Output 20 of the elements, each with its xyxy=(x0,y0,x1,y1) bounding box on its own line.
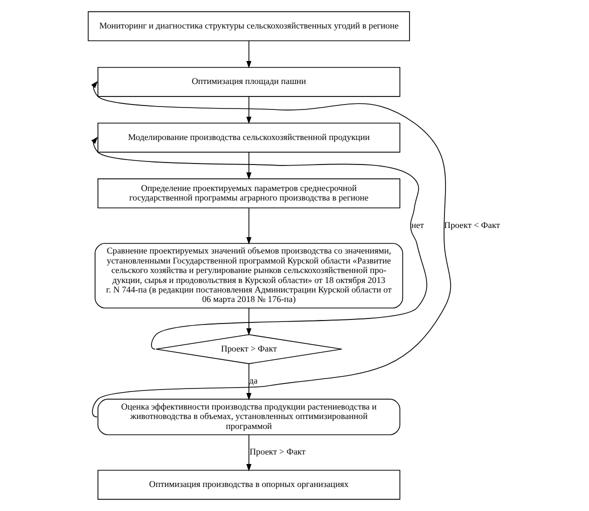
node-box: Определение проектируемых параметров среднесрочной государственной программы аграрного производства в регионе xyxy=(98,178,400,208)
arrow xyxy=(91,81,452,418)
arrow xyxy=(246,40,252,68)
node-box: Сравнение проектируемых значений объемов производства со значениями, установленными Государственной программой Курской области «Развитие сельского хозяйства и регулирование рынков сельскохозяйственной про-дукции, сырья и продовольствия в Курской области» от 18 октября 2013 г. N 744-па (в редакции постановления Администрации Курской области от 06 марта 2018 № 176-па) xyxy=(94,242,404,308)
arrow xyxy=(246,208,252,244)
node-box: Моделирование производства сельскохозяйственной продукции xyxy=(98,122,400,153)
node-box: Оптимизация площади пашни xyxy=(98,67,400,97)
node-box: Мониторинг и диагностика структуры сельскохозяйственных угодий в регионе xyxy=(88,11,410,42)
arrow xyxy=(246,96,252,124)
edge-label: Проект < Факт xyxy=(444,220,500,230)
arrow xyxy=(246,364,252,400)
node-diamond: Проект > Факт xyxy=(156,334,342,364)
node-box: Оценка эффективности производства продукции растениеводства и животноводства в объемах, установленных оптимизированной программой xyxy=(98,398,400,436)
node-box: Оптимизация производства в опорных организациях xyxy=(98,470,400,500)
arrow xyxy=(246,308,252,336)
edge-label: Проект > Факт xyxy=(250,446,306,457)
arrow xyxy=(246,152,252,180)
arrow xyxy=(91,136,428,350)
edge-label: нет xyxy=(411,220,424,230)
arrow xyxy=(246,434,252,472)
